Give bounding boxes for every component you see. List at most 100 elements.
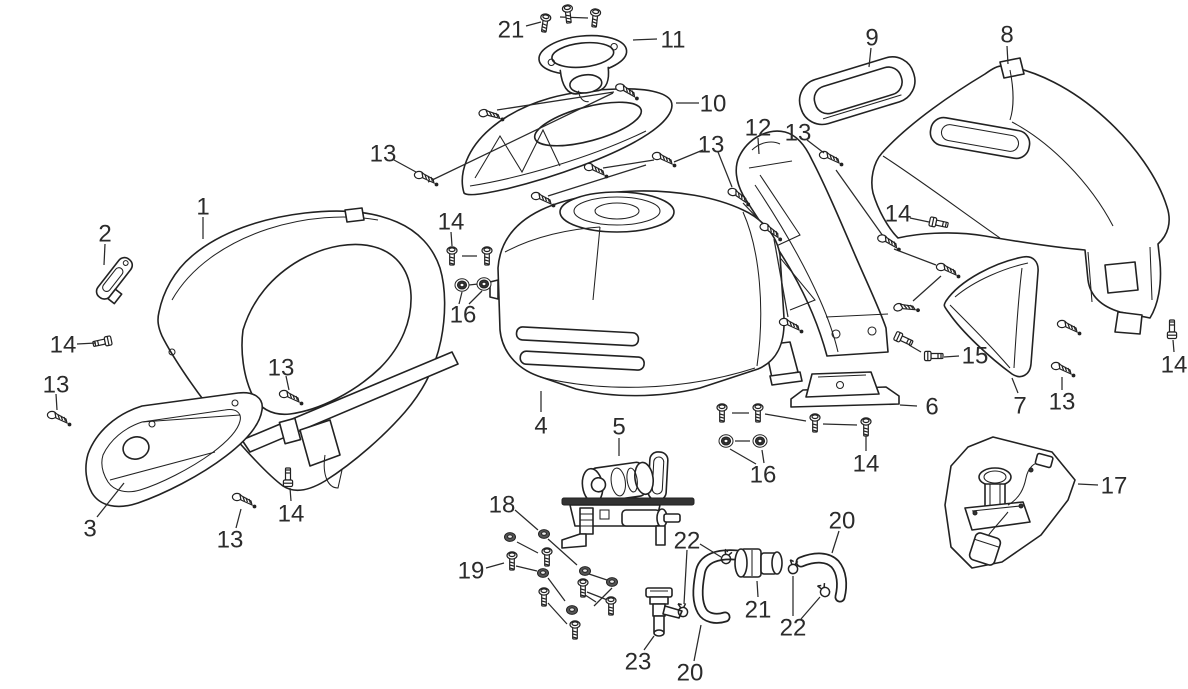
connector-line [427,92,614,183]
tapping-screw-icon [231,492,257,509]
connector-line [835,169,884,237]
part-fuel-hose-left [692,549,751,624]
nut-icon [504,532,516,542]
screw-icon [541,547,553,567]
callout-21: 21 [498,17,525,44]
grommet-icon [752,434,768,448]
callout-7: 7 [1013,393,1026,420]
callout-14: 14 [1161,352,1188,379]
callout-3: 3 [83,516,96,543]
screw-icon [538,12,552,34]
callout-20: 20 [829,508,856,535]
screw-icon [506,551,518,571]
callout-11: 11 [661,27,686,54]
leader-line [756,580,759,598]
callout-12: 12 [745,115,772,142]
callout-16: 16 [450,302,477,329]
callout-22: 22 [674,528,701,555]
callout-13: 13 [370,141,397,168]
leader-line [899,404,918,407]
leader-line [468,290,483,305]
leader-line [643,635,655,651]
leader-line [693,624,702,662]
callout-6: 6 [925,394,938,421]
screw-icon [481,246,493,266]
connector-line [516,541,539,554]
leader-line [761,449,765,464]
part-mount-bracket [790,371,900,408]
part-fuel-filler-cap [538,34,628,103]
callout-5: 5 [612,414,625,441]
bolt-icon [892,330,915,348]
callout-1: 1 [196,194,209,221]
tapping-screw-icon [892,296,921,320]
leader-line [450,231,453,247]
callout-20: 20 [677,660,704,687]
callout-10: 10 [700,91,727,118]
screw-icon [588,7,602,29]
part-fuel-pump-assembly [944,436,1076,569]
leader-line [800,596,821,620]
callout-15: 15 [962,343,989,370]
callout-4: 4 [534,413,547,440]
callout-22: 22 [780,615,807,642]
leader-line [55,393,58,411]
leader-line [485,562,505,569]
connector-line [602,159,655,169]
callout-13: 13 [698,132,725,159]
connector-line [764,413,807,422]
connector-line [547,577,566,602]
leader-line [632,38,658,41]
connector-line [593,587,613,607]
leader-line [235,508,242,529]
part-air-vent-cover [798,56,916,126]
leader-line [806,139,825,154]
leader-line [103,243,106,266]
leader-line [831,530,840,554]
connector-line [547,164,647,197]
part-fuel-valve-petcock [561,451,695,549]
part-right-side-cover [871,57,1170,335]
leader-line [1172,339,1175,353]
clamp-icon [815,581,833,600]
leader-line [96,482,125,518]
screw-icon [538,587,550,607]
part-fuel-tank [489,190,785,397]
part-right-lower-panel [943,255,1039,378]
part-rear-bracket [735,130,889,386]
callout-18: 18 [489,492,516,519]
tapping-screw-icon [651,151,677,168]
callout-13: 13 [217,527,244,554]
tapping-screw-icon [1056,319,1082,336]
callout-16: 16 [750,462,777,489]
leader-line [699,543,722,558]
connector-line [912,275,942,302]
tapping-screw-icon [818,150,844,167]
leader-line [1006,45,1009,65]
screw-icon [561,3,575,25]
leader-line [525,21,542,27]
connector-line [515,565,538,572]
connector-line [559,16,589,19]
bolt-icon [91,335,113,350]
connector-line [893,248,937,266]
leader-line [683,549,688,605]
grommet-icon [476,277,492,291]
connector-line [547,538,578,566]
callout-2: 2 [98,221,111,248]
tapping-screw-icon [1050,361,1076,378]
callout-9: 9 [865,25,878,52]
screw-icon [860,417,872,437]
tapping-screw-icon [935,262,961,279]
callout-21: 21 [745,597,772,624]
screw-icon [577,578,589,598]
callout-13: 13 [43,372,70,399]
callout-14: 14 [50,332,77,359]
leader-line [729,448,757,465]
leader-line [458,291,463,305]
connector-line [822,423,858,426]
part-hose-joint [734,548,783,578]
leader-line [673,149,704,163]
connector-line [588,573,608,581]
